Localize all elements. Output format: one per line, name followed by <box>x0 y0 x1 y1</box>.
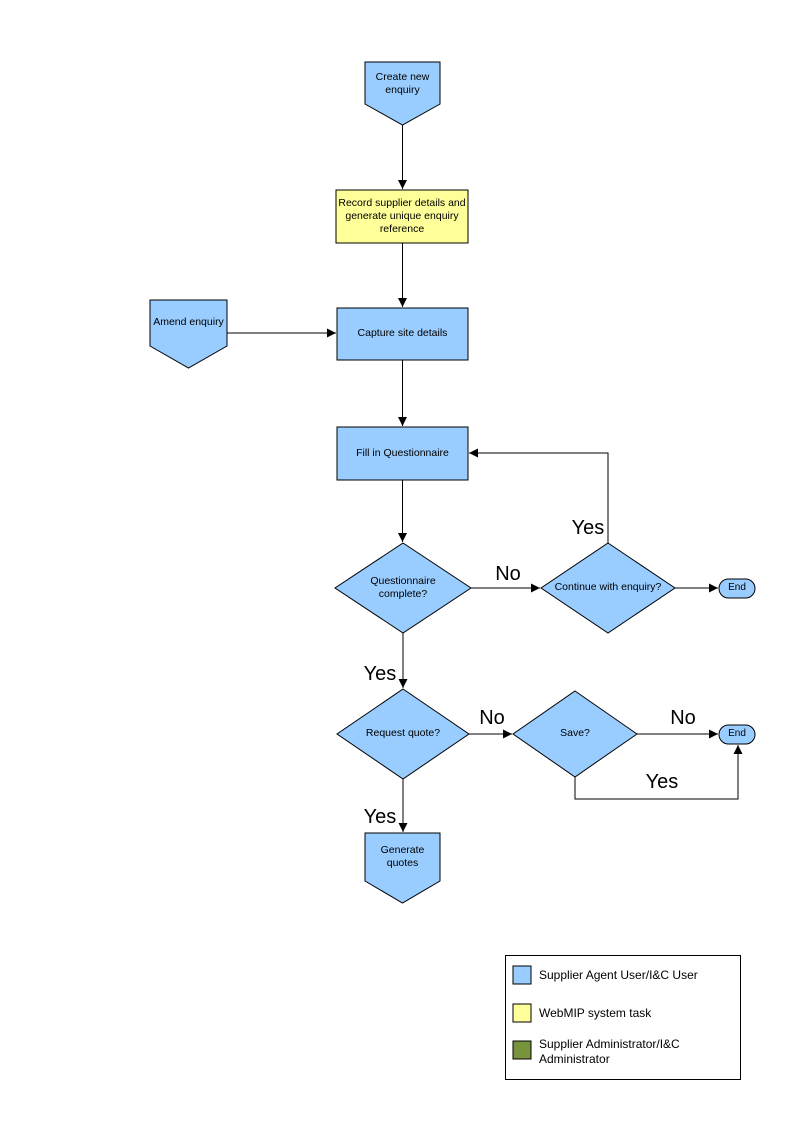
request-quote-shape <box>336 688 470 780</box>
legend-swatch-webmip-task <box>512 1003 532 1023</box>
arrow-continue-yes-to-questionnaire <box>469 448 609 543</box>
arrow-save-yes-to-end2 <box>574 745 743 800</box>
end2-shape <box>718 724 756 745</box>
fill-in-questionnaire-shape <box>336 426 469 481</box>
amend-enquiry-shape <box>149 299 228 369</box>
questionnaire-complete-shape <box>334 542 472 634</box>
capture-site-details-shape <box>336 307 469 361</box>
create-new-enquiry-shape <box>364 61 441 126</box>
continue-with-enquiry-shape <box>540 542 676 634</box>
legend-swatch-supplier-agent <box>512 965 532 985</box>
end1-shape <box>718 578 756 599</box>
legend-swatch-supplier-admin <box>512 1040 532 1060</box>
record-supplier-shape <box>335 189 469 244</box>
save-shape <box>512 690 638 778</box>
legend-box <box>505 955 741 1080</box>
generate-quotes-shape <box>364 832 441 904</box>
